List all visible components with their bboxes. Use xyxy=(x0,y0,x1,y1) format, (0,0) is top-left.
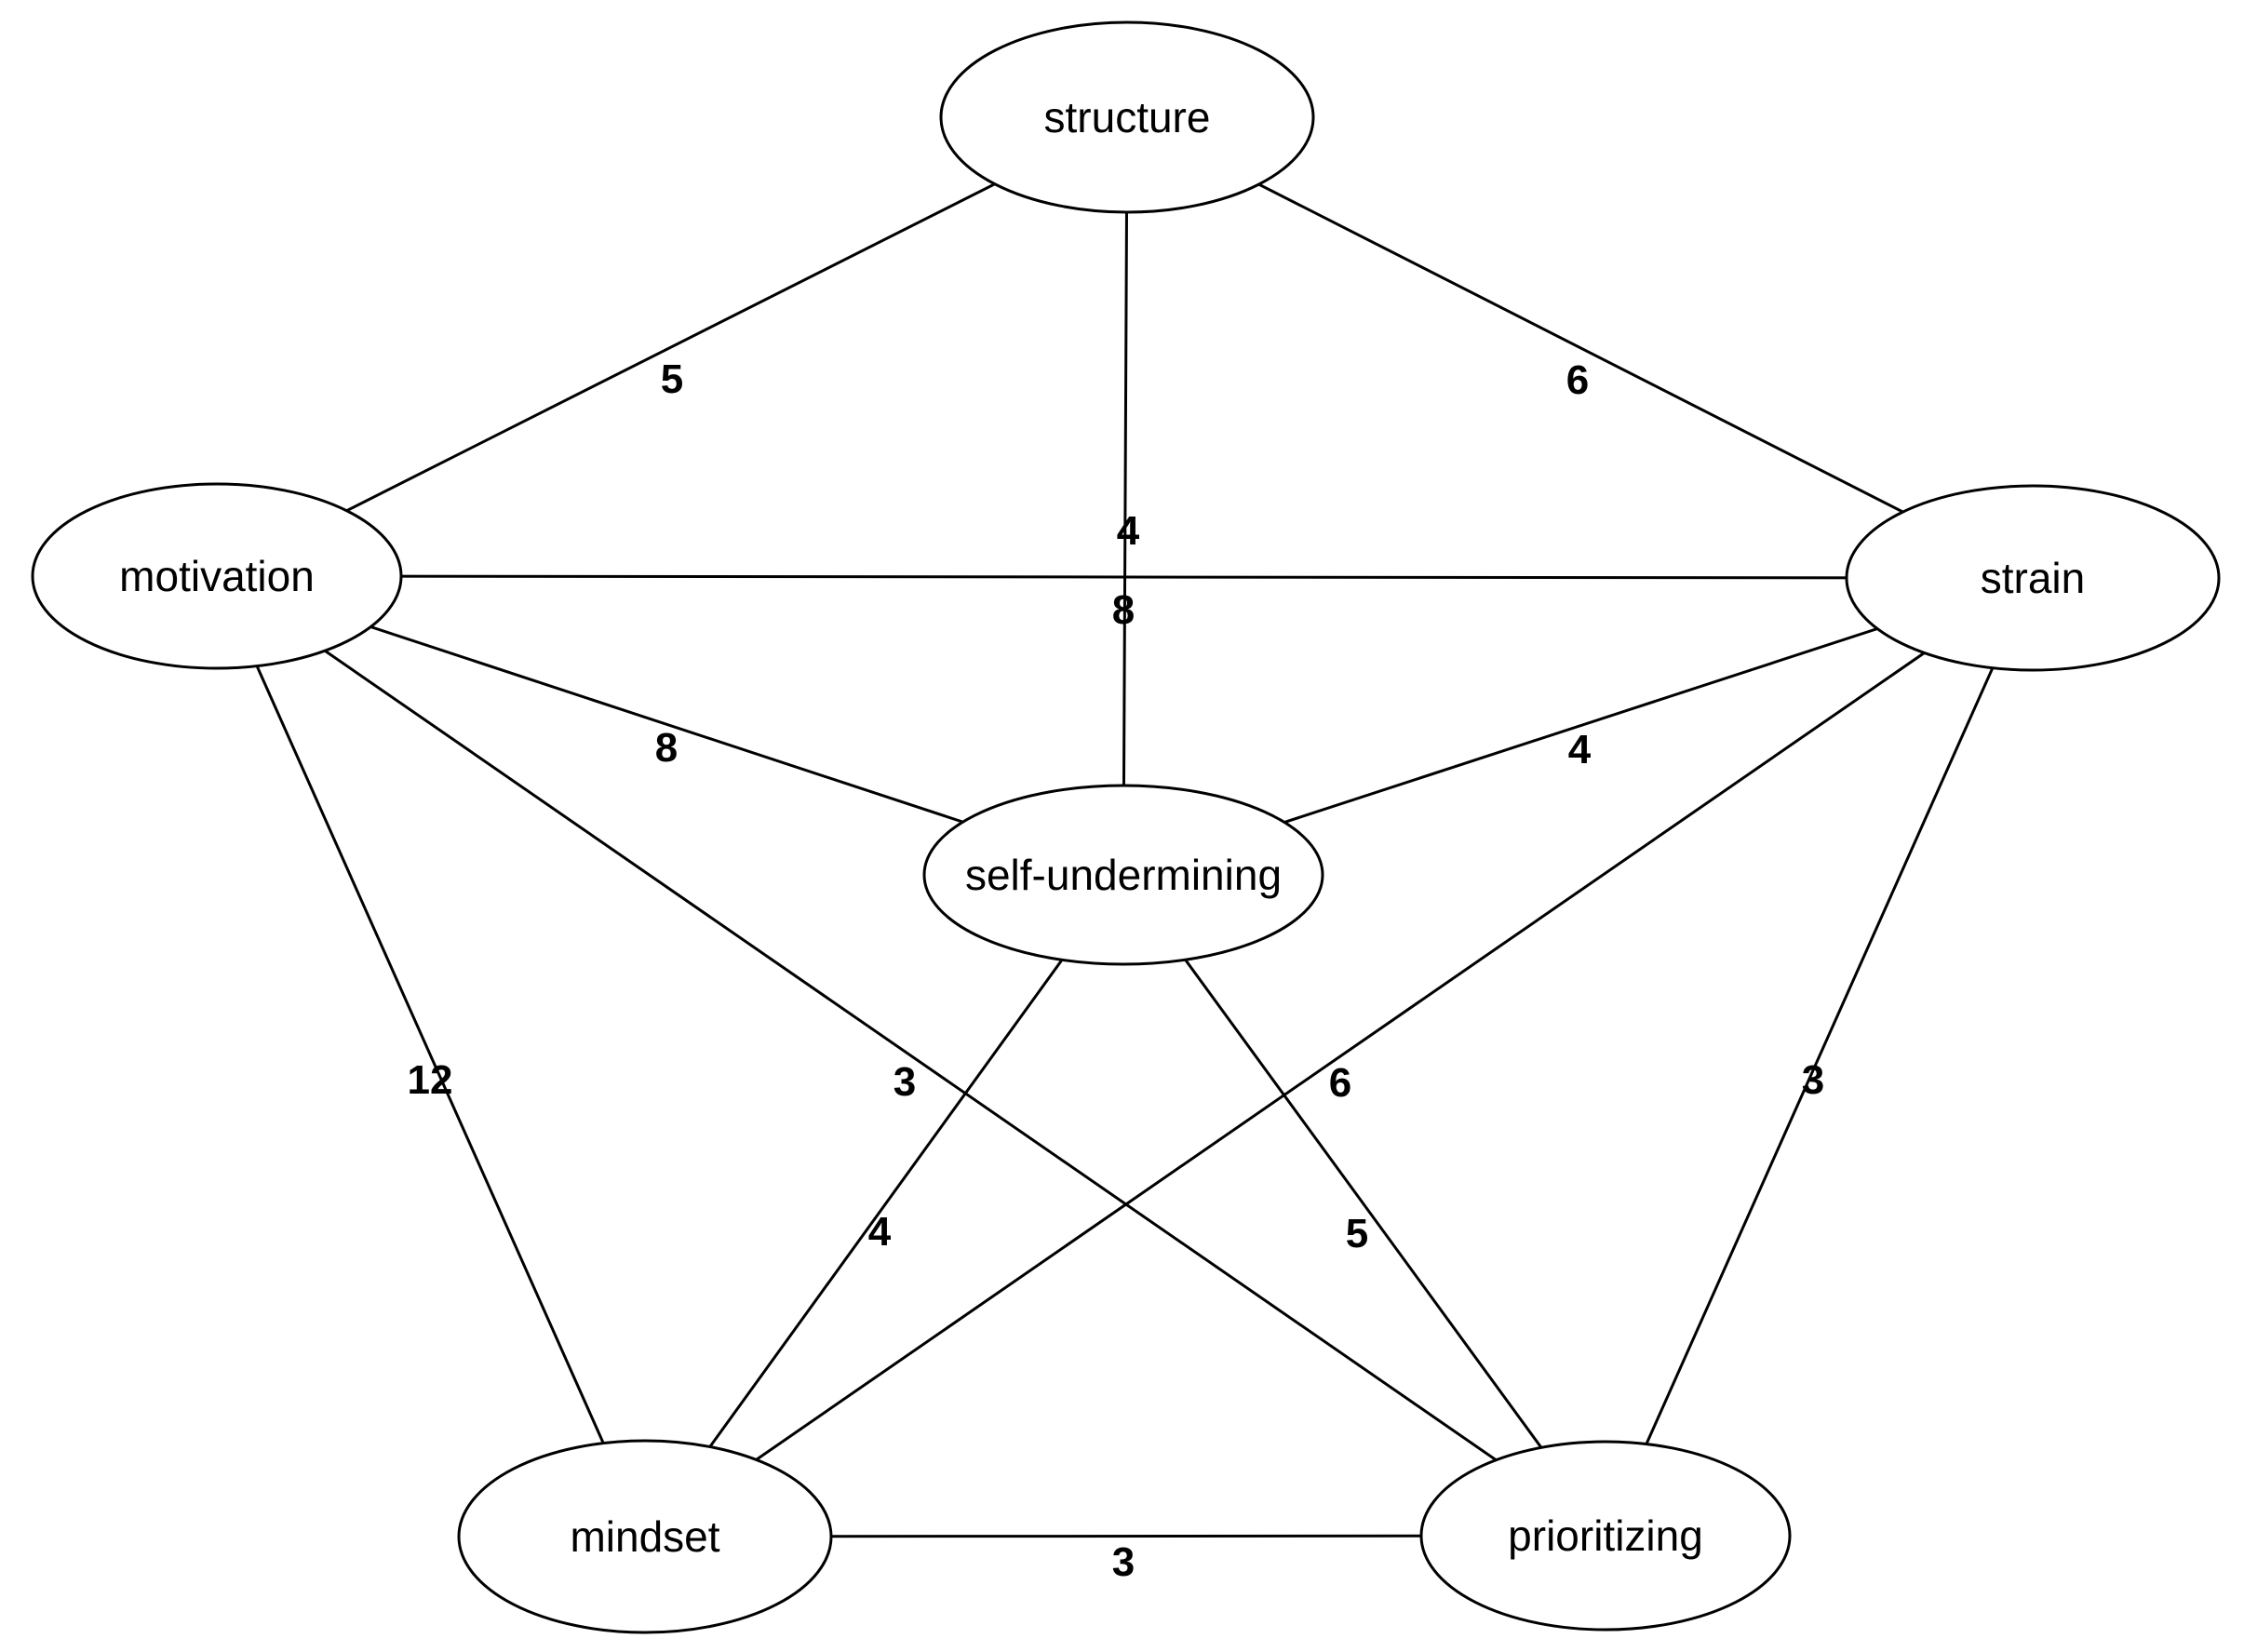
graph-node-mindset xyxy=(457,1439,833,1634)
graph-node-strain xyxy=(1845,484,2221,672)
edge-weight-self-undermining-prioritizing: 5 xyxy=(1346,1211,1368,1256)
edge-weight-strain-mindset: 6 xyxy=(1329,1060,1351,1106)
edge-weight-structure-strain: 6 xyxy=(1566,357,1589,403)
edge-self-undermining-mindset xyxy=(643,874,1125,1538)
edge-motivation-strain xyxy=(216,574,2034,580)
edge-motivation-prioritizing xyxy=(216,574,1606,1538)
edge-strain-prioritizing xyxy=(1604,577,2035,1537)
graph-node-label-motivation: motivation xyxy=(119,552,315,600)
edge-weight-motivation-self-undermining: 8 xyxy=(655,725,678,771)
edge-weight-mindset-prioritizing: 3 xyxy=(1112,1539,1135,1585)
edge-strain-mindset xyxy=(644,576,2034,1538)
edge-weight-strain-self-undermining: 4 xyxy=(1568,727,1592,772)
edge-weight-motivation-strain: 8 xyxy=(1112,587,1135,633)
graph-node-motivation xyxy=(31,482,403,670)
edge-self-undermining-prioritizing xyxy=(1122,874,1607,1537)
edge-weight-motivation-mindset: 12 xyxy=(408,1057,453,1103)
edge-motivation-mindset xyxy=(215,575,647,1538)
edge-structure-strain xyxy=(1126,115,2034,580)
edge-weight-strain-prioritizing: 3 xyxy=(1802,1057,1824,1103)
graph-node-self-undermining xyxy=(922,784,1324,966)
graph-node-label-structure: structure xyxy=(1044,93,1211,141)
edge-structure-motivation xyxy=(216,115,1128,578)
edge-structure-self-undermining xyxy=(1122,116,1129,876)
graph-node-label-strain: strain xyxy=(1981,554,2085,602)
graph-node-label-prioritizing: prioritizing xyxy=(1508,1511,1703,1560)
edge-weight-structure-self-undermining: 4 xyxy=(1117,508,1140,554)
graph-node-structure xyxy=(939,20,1315,214)
edge-weight-structure-motivation: 5 xyxy=(661,356,683,402)
graph-node-label-mindset: mindset xyxy=(570,1512,719,1561)
edge-weight-self-undermining-mindset: 4 xyxy=(868,1209,892,1255)
graph-node-prioritizing xyxy=(1419,1440,1792,1632)
graph-node-label-self-undermining: self-undermining xyxy=(965,851,1282,899)
edge-weight-motivation-prioritizing: 3 xyxy=(894,1059,916,1105)
